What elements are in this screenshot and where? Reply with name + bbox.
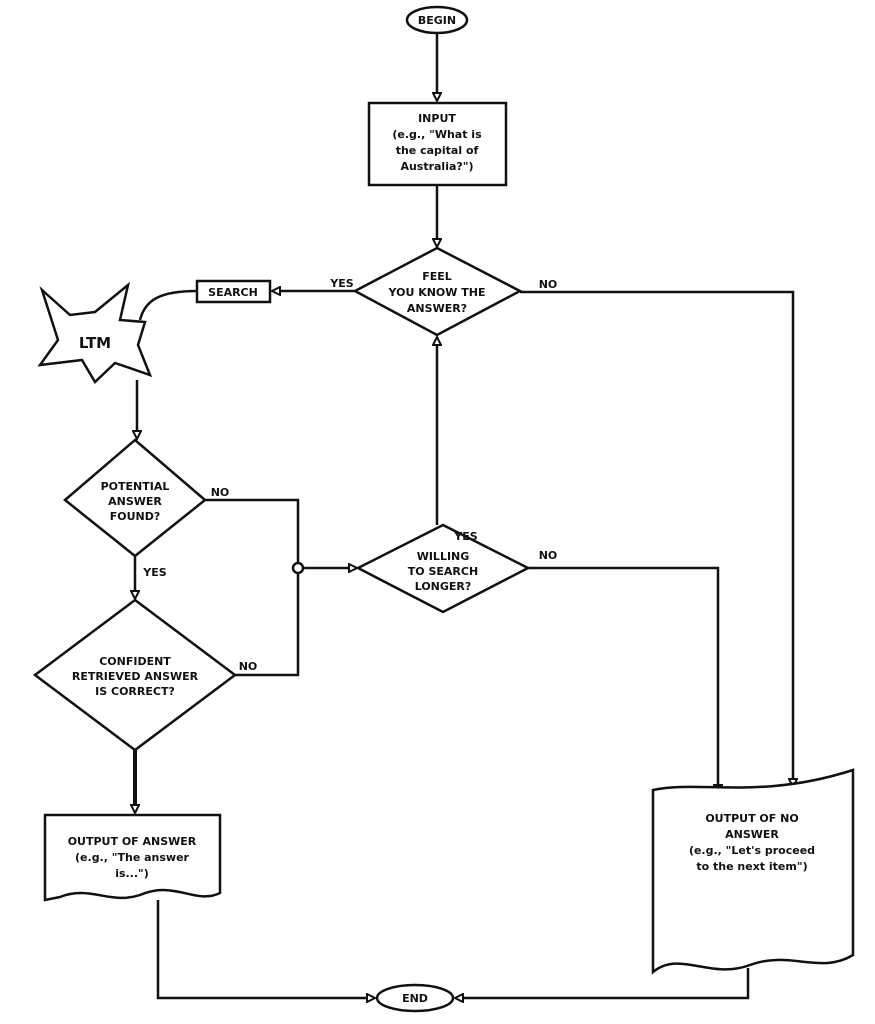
- confident-line-1: CONFIDENT: [99, 655, 171, 668]
- output-no-answer-line-4: to the next item"): [696, 860, 807, 873]
- feel-line-1: FEEL: [422, 270, 452, 283]
- input-label: INPUT: [418, 112, 456, 125]
- feel-line-2: YOU KNOW THE: [388, 286, 486, 299]
- confident-no-label: NO: [239, 660, 258, 673]
- edge-search-ltm: [138, 289, 198, 321]
- feel-yes-label: YES: [329, 277, 353, 290]
- willing-line-1: WILLING: [417, 550, 470, 563]
- confident-line-3: IS CORRECT?: [95, 685, 175, 698]
- willing-line-2: TO SEARCH: [408, 565, 478, 578]
- output-no-answer-line-3: (e.g., "Let's proceed: [689, 844, 815, 857]
- search-box: [195, 279, 272, 304]
- input-box: [367, 101, 508, 187]
- output-no-answer-line-2: ANSWER: [725, 828, 779, 841]
- potential-line-2: ANSWER: [108, 495, 162, 508]
- potential-no-label: NO: [211, 486, 230, 499]
- feel-line-3: ANSWER?: [407, 302, 467, 315]
- input-example-1: (e.g., "What is: [392, 128, 482, 141]
- junction: [291, 561, 305, 575]
- edge-output-end: [156, 900, 374, 998]
- output-answer-line-1: OUTPUT OF ANSWER: [68, 835, 197, 848]
- search-label: SEARCH: [208, 286, 258, 299]
- potential-line-1: POTENTIAL: [101, 480, 170, 493]
- confident-decision: [32, 598, 238, 752]
- edge-noanswer-end: [456, 968, 750, 998]
- input-example-2: the capital of: [396, 144, 479, 157]
- edge-feel-no: [520, 290, 793, 786]
- confident-line-2: RETRIEVED ANSWER: [72, 670, 199, 683]
- potential-yes-label: YES: [142, 566, 166, 579]
- output-no-answer-line-1: OUTPUT OF NO: [705, 812, 798, 825]
- ltm-label: LTM: [79, 334, 111, 352]
- begin-terminal: [405, 5, 469, 35]
- feel-know-decision: [352, 246, 523, 337]
- potential-line-3: FOUND?: [110, 510, 161, 523]
- end-label: END: [402, 992, 428, 1005]
- output-answer-line-3: is..."): [115, 867, 149, 880]
- output-no-answer-document: [651, 768, 855, 975]
- output-answer-document: [43, 813, 222, 902]
- willing-decision: [355, 523, 531, 614]
- output-answer-line-2: (e.g., "The answer: [75, 851, 190, 864]
- begin-label: BEGIN: [418, 14, 456, 27]
- edge-confident-no: [235, 573, 300, 677]
- willing-line-3: LONGER?: [415, 580, 472, 593]
- feel-no-label: NO: [539, 278, 558, 291]
- edge-potential-no: [205, 498, 300, 563]
- input-example-3: Australia?"): [400, 160, 473, 173]
- willing-yes-label: YES: [453, 530, 477, 543]
- willing-no-label: NO: [539, 549, 558, 562]
- potential-answer-decision: [63, 438, 207, 558]
- end-terminal: [375, 983, 455, 1013]
- ltm-shape: [37, 281, 153, 384]
- edge-willing-no: [528, 566, 718, 792]
